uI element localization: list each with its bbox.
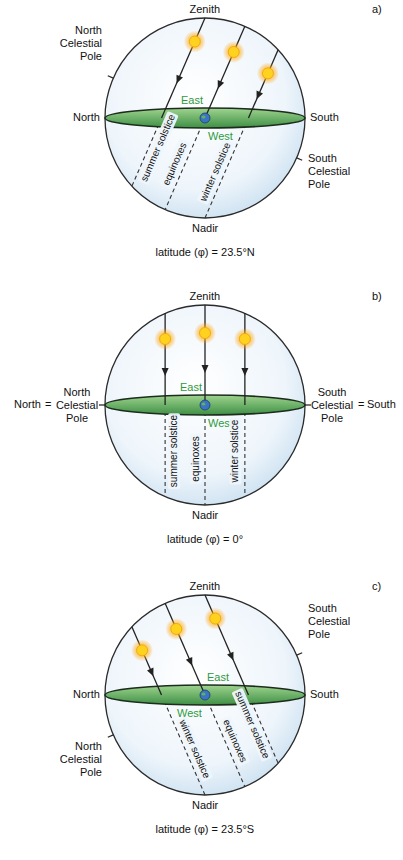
sun-glow <box>204 608 226 630</box>
sun <box>171 623 182 634</box>
direction-arrow <box>147 668 153 677</box>
panel-letter: c) <box>372 580 381 593</box>
pole-label: North Celestial Pole <box>50 740 102 779</box>
sun <box>239 333 250 344</box>
nadir-label: Nadir <box>192 799 218 812</box>
sun-path-label: winter solstice <box>176 716 214 782</box>
sun-path <box>205 26 245 118</box>
pole-tick <box>108 76 114 78</box>
earth-land <box>202 403 206 406</box>
earth-land <box>202 693 206 696</box>
sun-glow <box>223 41 245 63</box>
sun-path-label: winter solstice <box>230 417 242 484</box>
celestial-sphere <box>105 595 305 795</box>
pole-label: North Celestial Pole <box>53 386 101 425</box>
horizon-plane <box>105 108 305 128</box>
sun-path <box>162 18 205 118</box>
sun-path <box>244 313 245 405</box>
earth-globe <box>200 690 210 700</box>
direction-label: North <box>73 111 100 124</box>
sun-path-label: equinoxes <box>190 434 202 484</box>
pole-label: South Celestial Pole <box>309 386 355 425</box>
direction-arrow <box>162 368 169 376</box>
direction-label: South <box>310 688 339 701</box>
latitude-caption: latitude (φ) = 23.5°N <box>156 246 255 259</box>
sun-glow <box>184 31 206 53</box>
sun <box>228 46 239 57</box>
panel-letter: b) <box>372 290 382 303</box>
zenith-label: Zenith <box>190 580 221 593</box>
direction-arrow <box>257 91 263 100</box>
nadir-label: Nadir <box>192 509 218 522</box>
sun <box>210 613 221 624</box>
sun-path <box>205 595 248 695</box>
equals-sign: = <box>45 398 51 411</box>
sun <box>200 328 211 339</box>
sun-glow <box>154 328 176 350</box>
direction-label: East <box>207 671 229 684</box>
earth-globe <box>200 400 210 410</box>
hidden-sun-path <box>244 405 245 497</box>
sun <box>262 68 273 79</box>
pole-tick <box>99 404 105 405</box>
direction-arrow <box>202 365 209 373</box>
sun-path <box>165 603 205 695</box>
sun-glow <box>234 328 256 350</box>
earth-globe <box>200 113 210 123</box>
nadir-label: Nadir <box>192 222 218 235</box>
direction-label: North <box>14 398 41 411</box>
sun <box>160 333 171 344</box>
latitude-caption: latitude (φ) = 0° <box>167 533 243 546</box>
direction-arrow <box>186 657 192 666</box>
pole-tick <box>297 653 303 655</box>
sun-path <box>164 313 165 405</box>
earth-land <box>202 116 206 119</box>
direction-label: East <box>181 94 203 107</box>
sun-glow <box>131 639 153 661</box>
horizon-plane <box>105 685 305 705</box>
direction-label: North <box>73 688 100 701</box>
direction-arrow <box>241 368 248 376</box>
hidden-sun-path <box>165 405 166 497</box>
zenith-label: Zenith <box>190 290 221 303</box>
sun <box>137 645 148 656</box>
celestial-sphere <box>105 305 305 505</box>
sun-path <box>132 627 162 695</box>
panel-letter: a) <box>372 3 382 16</box>
zenith-label: Zenith <box>190 3 221 16</box>
sun-path-label: winter solstice <box>196 139 234 205</box>
equals-sign: = <box>358 398 364 411</box>
direction-arrow <box>218 80 224 89</box>
direction-label: South <box>310 111 339 124</box>
pole-label: South Celestial Pole <box>308 152 360 191</box>
pole-tick <box>305 404 311 405</box>
sun-glow <box>257 62 279 84</box>
sun-path <box>248 50 278 118</box>
direction-arrow <box>177 75 183 84</box>
pole-label: South Celestial Pole <box>308 602 360 641</box>
sun <box>189 36 200 47</box>
pole-label: North Celestial Pole <box>50 24 102 63</box>
latitude-caption: latitude (φ) = 23.5°S <box>156 823 255 836</box>
sun-path-label: summer solstice <box>168 413 180 489</box>
sun-path <box>204 305 205 405</box>
celestial-sphere <box>105 18 305 218</box>
pole-tick <box>297 158 303 160</box>
pole-tick <box>108 735 114 737</box>
direction-label: East <box>180 381 202 394</box>
direction-label: South <box>367 398 396 411</box>
sun-glow <box>194 322 216 344</box>
sun-glow <box>165 618 187 640</box>
direction-arrow <box>227 652 233 661</box>
hidden-sun-path <box>204 405 205 505</box>
